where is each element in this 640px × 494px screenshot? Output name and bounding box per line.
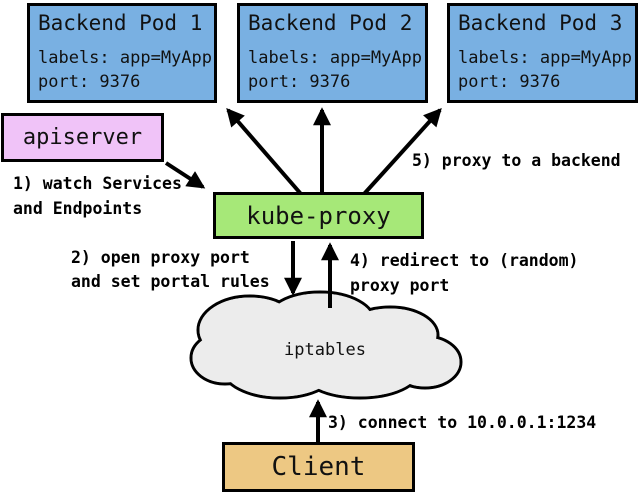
step-5-label: 5) proxy to a backend [412,151,621,170]
arrow-kubeproxy-to-pod1 [226,107,303,196]
backend-pod-1-port: port: 9376 [38,72,141,92]
client-label: Client [271,452,366,482]
backend-pod-3-box: Backend Pod 3 labels: app=MyApp port: 93… [447,3,638,103]
iptables-cloud [189,290,463,400]
apiserver-box: apiserver [1,113,164,162]
backend-pod-2-labels: labels: app=MyApp [248,48,422,68]
backend-pod-3-labels: labels: app=MyApp [458,48,632,68]
backend-pod-2-title: Backend Pod 2 [248,11,413,35]
backend-pod-1-labels: labels: app=MyApp [38,48,212,68]
arrow-apiserver-to-kubeproxy [164,161,206,189]
step-4-label: 4) redirect to (random) proxy port [350,251,579,295]
backend-pod-1-box: Backend Pod 1 labels: app=MyApp port: 93… [27,3,217,103]
iptables-label: iptables [284,340,366,360]
client-box: Client [222,442,415,492]
backend-pod-1-title: Backend Pod 1 [38,11,203,35]
step-2-label: 2) open proxy port and set portal rules [71,248,270,291]
arrow-kubeproxy-to-pod3 [362,107,442,196]
apiserver-label: apiserver [22,125,143,150]
step-3-label: 3) connect to 10.0.0.1:1234 [328,413,597,432]
step-1-label: 1) watch Services and Endpoints [13,174,182,218]
kube-proxy-label: kube-proxy [246,201,391,230]
backend-pod-3-title: Backend Pod 3 [458,11,623,35]
backend-pod-3-port: port: 9376 [458,72,561,92]
backend-pod-2-box: Backend Pod 2 labels: app=MyApp port: 93… [237,3,428,103]
backend-pod-2-port: port: 9376 [248,72,351,92]
kube-proxy-box: kube-proxy [213,192,424,239]
